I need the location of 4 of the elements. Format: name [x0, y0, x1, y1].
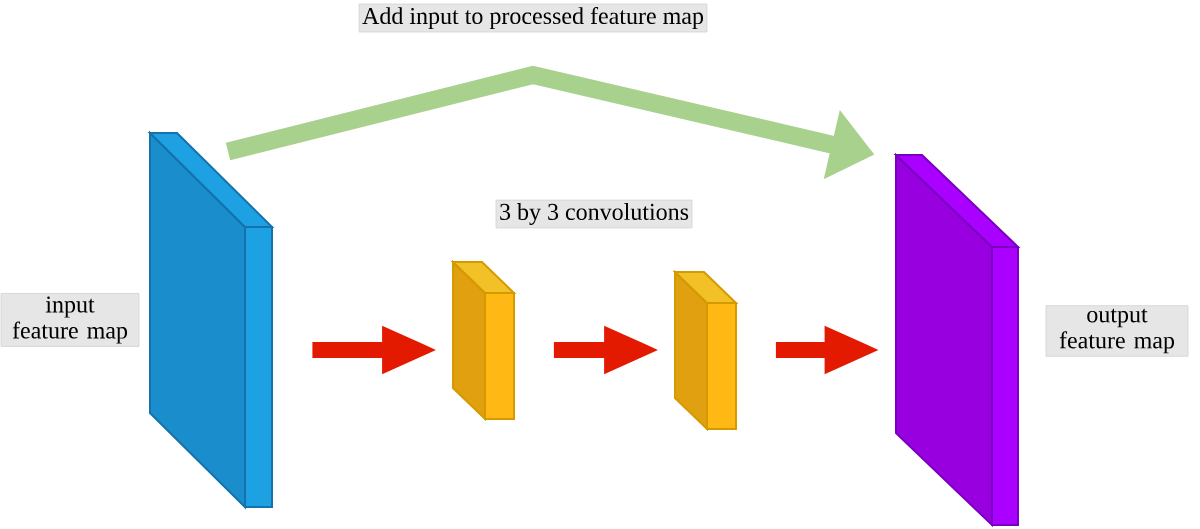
edge-label: Add input to processed feature map: [358, 3, 708, 33]
text-label: output feature map: [1045, 305, 1189, 357]
text-label: 3 by 3 convolutions: [495, 199, 693, 229]
text-label: input feature map: [0, 293, 140, 347]
